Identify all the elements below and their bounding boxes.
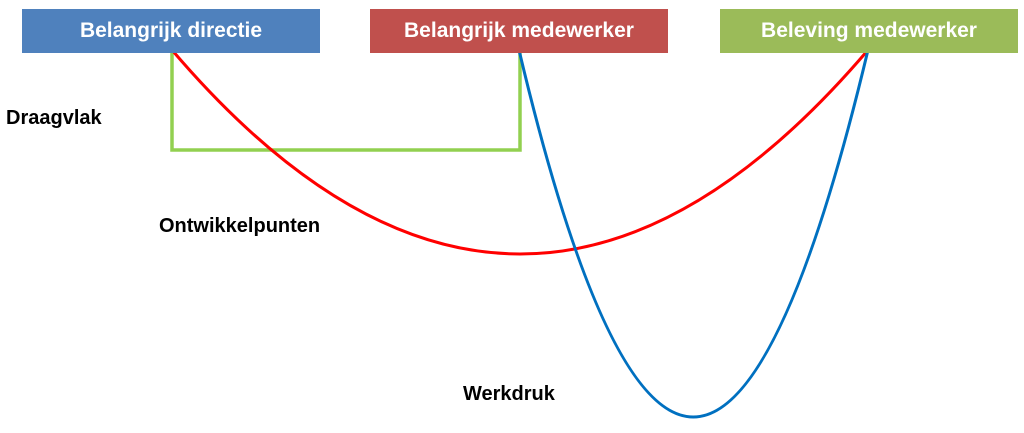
werkdruk-curve [517,49,870,419]
ontwikkelpunten-label: Ontwikkelpunten [159,215,321,237]
draagvlak-bracket-line [170,53,522,152]
ontwikkelpunten-curve [170,49,870,256]
beleving-medewerker-box: Beleving medewerker [720,9,1018,53]
belangrijk-medewerker-box: Belangrijk medewerker [370,9,668,53]
werkdruk-label: Werkdruk [463,383,555,405]
belangrijk-directie-box: Belangrijk directie [22,9,320,53]
draagvlak-label: Draagvlak [6,107,102,129]
